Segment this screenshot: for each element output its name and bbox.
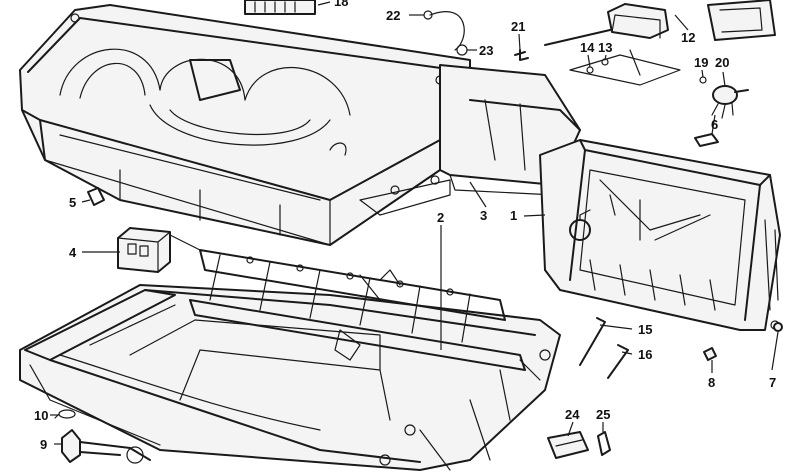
part-14-screw bbox=[586, 66, 594, 74]
callout-3: 3 bbox=[480, 208, 487, 223]
part-4-block bbox=[117, 227, 171, 273]
callout-22: 22 bbox=[386, 8, 400, 23]
callout-labels: 1 2 3 4 5 6 7 8 9 10 12 13 14 15 16 18 1… bbox=[34, 0, 776, 452]
part-15-key bbox=[579, 317, 606, 366]
callout-5: 5 bbox=[69, 195, 76, 210]
callout-10: 10 bbox=[34, 408, 48, 423]
callout-1: 1 bbox=[510, 208, 517, 223]
callout-25: 25 bbox=[596, 407, 610, 422]
part-6-clip bbox=[694, 133, 719, 147]
callout-16: 16 bbox=[638, 347, 652, 362]
callout-23: 23 bbox=[479, 43, 493, 58]
part-25-clip bbox=[597, 431, 611, 456]
part-9-spindle bbox=[61, 429, 151, 464]
lower-tray-part bbox=[19, 284, 561, 471]
part-22-cable bbox=[423, 10, 465, 51]
callout-15: 15 bbox=[638, 322, 652, 337]
callout-14: 14 bbox=[580, 40, 595, 55]
flap-housing-part bbox=[539, 139, 781, 331]
callout-18: 18 bbox=[334, 0, 348, 9]
part-8-nut bbox=[703, 347, 717, 361]
callout-13: 13 bbox=[598, 40, 612, 55]
part-19-washer bbox=[699, 76, 707, 84]
frame-rails-part bbox=[169, 234, 526, 371]
part-5-clip bbox=[87, 187, 105, 206]
callout-12: 12 bbox=[681, 30, 695, 45]
part-23-grommet bbox=[456, 44, 468, 56]
leader-lines bbox=[50, 1, 779, 445]
callout-8: 8 bbox=[708, 375, 715, 390]
callout-19: 19 bbox=[694, 55, 708, 70]
part-16-key bbox=[607, 344, 629, 379]
callout-4: 4 bbox=[69, 245, 77, 260]
upper-housing-part bbox=[19, 4, 471, 246]
servo-motor-part bbox=[544, 0, 776, 86]
callout-21: 21 bbox=[511, 19, 525, 34]
callout-7: 7 bbox=[769, 375, 776, 390]
part-21-pin bbox=[514, 49, 529, 61]
callout-20: 20 bbox=[715, 55, 729, 70]
callout-2: 2 bbox=[437, 210, 444, 225]
part-20-sensor bbox=[711, 85, 749, 119]
part-7-screw bbox=[773, 322, 783, 332]
part-10-ring bbox=[54, 409, 76, 419]
callout-9: 9 bbox=[40, 437, 47, 452]
callout-24: 24 bbox=[565, 407, 580, 422]
callout-6: 6 bbox=[711, 117, 718, 132]
part-18-connector bbox=[244, 0, 316, 15]
